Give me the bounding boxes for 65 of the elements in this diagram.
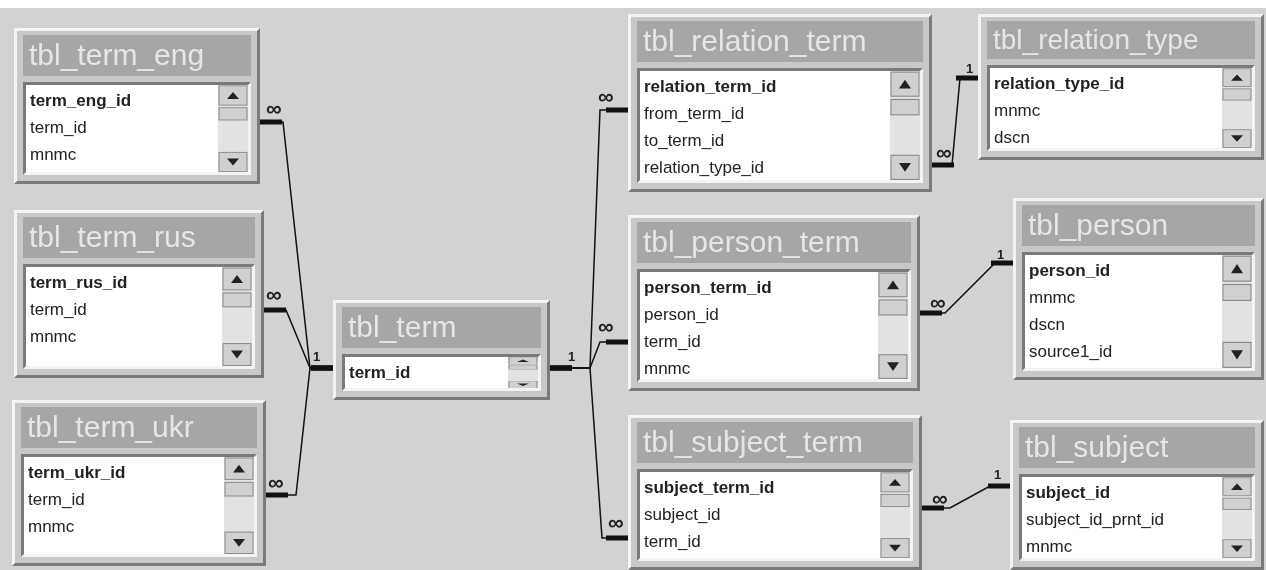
cardinality-label: ∞ [268, 472, 284, 494]
field-name: person_id [1029, 259, 1111, 282]
field-name: term_id [349, 361, 411, 384]
field-name: relation_type_id [644, 156, 765, 179]
field-name: mnmc [994, 99, 1041, 122]
field-name: relation_type_id [994, 72, 1125, 95]
field-name: dscn [1029, 313, 1065, 336]
cardinality-label: 1 [966, 62, 974, 75]
field-name: subject_term_id [644, 476, 775, 499]
cardinality-label: ∞ [608, 512, 624, 534]
cardinality-label: ∞ [932, 488, 948, 510]
field-name: mnmc [644, 357, 691, 379]
table-title: tbl_term_rus [23, 217, 255, 258]
field-name: term_id [644, 530, 701, 553]
field-name: person_term_id [644, 276, 772, 299]
table-window [628, 215, 920, 391]
field-name: person_id [644, 303, 719, 326]
table-window [12, 400, 266, 566]
field-name: subject_id [644, 503, 721, 526]
field-name: dscn [994, 126, 1030, 148]
table-window [628, 415, 922, 570]
table-title: tbl_person [1022, 205, 1255, 246]
table-title: tbl_subject [1019, 427, 1255, 468]
cardinality-label: ∞ [598, 86, 614, 108]
table-window [14, 28, 260, 184]
table-title: tbl_relation_term [637, 21, 923, 62]
table-window [1013, 198, 1264, 380]
field-name: from_term_id [644, 102, 745, 125]
field-name: term_id [30, 298, 87, 321]
table-window [333, 300, 550, 400]
field-name: relation_term_id [644, 75, 777, 98]
cardinality-label: 1 [997, 248, 1005, 261]
field-name: term_id [644, 330, 701, 353]
field-name: term_id [28, 488, 85, 511]
field-name: term_eng_id [30, 89, 132, 112]
cardinality-label: ∞ [266, 284, 282, 306]
table-title: tbl_term_ukr [21, 407, 257, 448]
field-name: source1_id [1029, 340, 1113, 363]
field-name: term_rus_id [30, 271, 128, 294]
table-title: tbl_term [342, 307, 541, 348]
field-name: mnmc [1026, 535, 1073, 558]
table-title: tbl_term_eng [23, 35, 251, 76]
field-name: mnmc [30, 325, 77, 348]
table-window [14, 210, 264, 378]
table-window [1010, 420, 1264, 570]
table-title: tbl_relation_type [987, 21, 1255, 59]
field-name: subject_id_prnt_id [1026, 508, 1164, 531]
cardinality-label: ∞ [936, 142, 952, 164]
cardinality-label: 1 [313, 350, 321, 363]
field-name: to_term_id [644, 129, 725, 152]
cardinality-label: ∞ [930, 292, 946, 314]
table-title: tbl_person_term [637, 222, 911, 263]
table-window [628, 14, 932, 192]
field-name: mnmc [1029, 286, 1076, 309]
cardinality-label: ∞ [598, 316, 614, 338]
cardinality-label: ∞ [266, 98, 282, 120]
field-name: term_ukr_id [28, 461, 126, 484]
field-name: mnmc [28, 515, 75, 538]
field-name: subject_id [1026, 481, 1111, 504]
cardinality-label: 1 [568, 350, 576, 363]
field-name: mnmc [30, 143, 77, 166]
table-window [978, 14, 1264, 160]
cardinality-label: 1 [994, 468, 1002, 481]
table-title: tbl_subject_term [637, 422, 913, 463]
field-name: term_id [30, 116, 87, 139]
